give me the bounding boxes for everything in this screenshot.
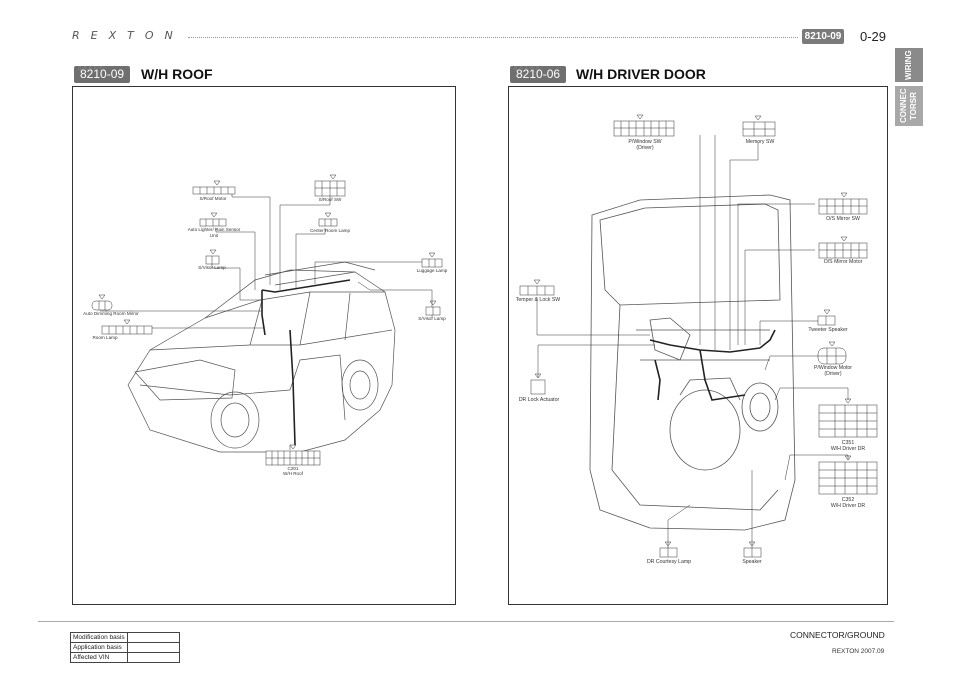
table-row: Application basis <box>70 642 180 653</box>
speaker-label: Speaker <box>742 559 762 565</box>
page-code-badge: 8210-09 <box>802 29 844 44</box>
roof-harness-panel <box>72 86 456 605</box>
door-harness-panel <box>508 86 888 605</box>
pwindow-sw-label: P/Window SW <box>628 139 662 145</box>
table-row: Affected VIN <box>70 652 180 663</box>
footer-title: CONNECTOR/GROUND <box>790 630 885 640</box>
c352-sub-label: W/H Driver DR <box>830 503 866 509</box>
sroof-motor-label: S/Roof Motor <box>199 196 227 201</box>
modification-table: Modification basis Application basis Aff… <box>70 632 180 663</box>
svisor-lamp-right-label: S/Visor Lamp <box>418 316 446 321</box>
footer-rule <box>38 621 894 622</box>
header-rule <box>188 37 798 39</box>
svisor-lamp-left-label: S/Visor Lamp <box>198 265 226 270</box>
center-room-lamp-label: Center Room Lamp <box>309 228 351 233</box>
room-lamp-label: Room Lamp <box>92 335 118 340</box>
os-mirror-motor-label: O/S Mirror Motor <box>823 259 863 265</box>
c351-sub-label: W/H Driver DR <box>830 446 866 452</box>
dr-lock-actuator-label: DR Lock Actuator <box>518 397 560 403</box>
tweeter-speaker-label: Tweeter Speaker <box>808 327 848 333</box>
page-number: 0-29 <box>860 29 887 44</box>
right-section-title: W/H DRIVER DOOR <box>576 66 706 82</box>
tamper-lock-sw-label: Temper & Lock SW <box>515 297 561 303</box>
c201-sub-label: W/H Roof <box>283 471 303 476</box>
rexton-logo: REXTON <box>72 29 184 42</box>
c351-label: C351 <box>841 440 855 446</box>
memory-sw-label: Memory SW <box>745 139 775 145</box>
room-mirror-label: Auto Dimming Room Mirror <box>83 311 139 316</box>
auto-lighter-label: Auto Lighter/ Rain Sensor Unit <box>187 227 241 238</box>
dr-courtesy-lamp-label: DR Courtesy Lamp <box>646 559 692 565</box>
luggage-lamp-label: Luggage Lamp <box>416 268 448 273</box>
table-row: Modification basis <box>70 632 180 643</box>
os-mirror-sw-label: O/S Mirror SW <box>826 216 860 222</box>
footer-subtitle: REXTON 2007.09 <box>832 648 885 655</box>
left-section-title: W/H ROOF <box>141 66 213 82</box>
c201-label: C201 <box>287 466 299 471</box>
pwindow-motor-label: P/Window Motor <box>813 365 853 371</box>
c352-label: C352 <box>841 497 855 503</box>
pwindow-motor-sub-label: (Driver) <box>824 371 842 377</box>
pwindow-sw-sub-label: (Driver) <box>636 145 654 151</box>
sroof-sw-label: S/Roof SW <box>318 197 342 202</box>
